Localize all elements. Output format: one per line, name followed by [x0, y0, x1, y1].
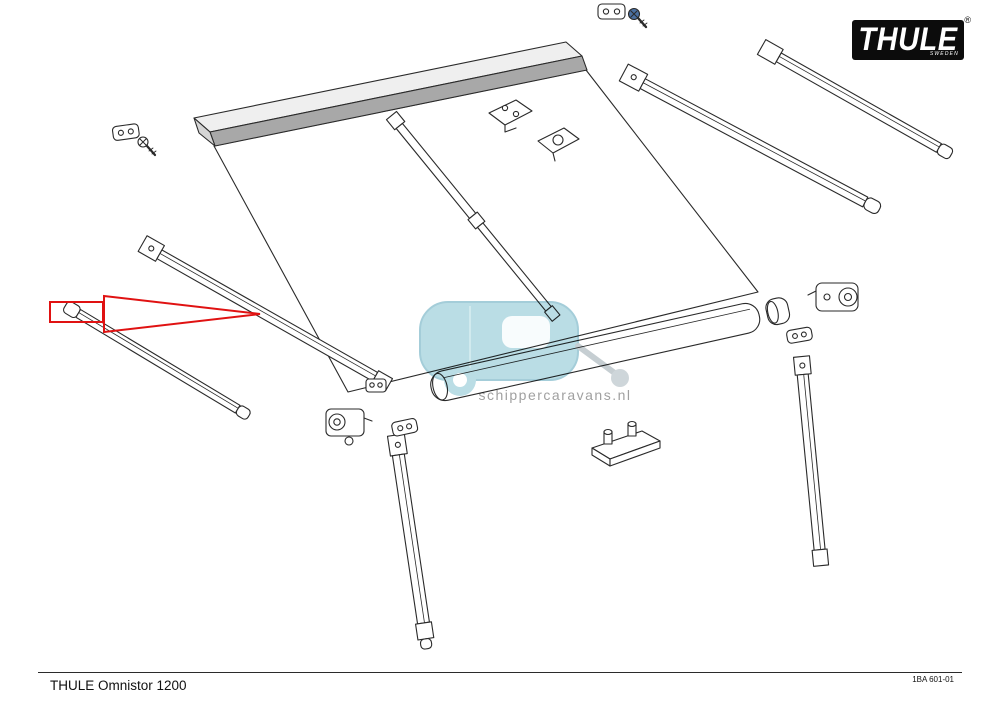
thule-logo-subtext: SWEDEN	[929, 51, 959, 57]
gearbox-right	[807, 282, 859, 312]
left-rafter-arm	[137, 235, 394, 392]
screw-top	[627, 7, 648, 29]
footer-divider	[38, 672, 962, 673]
exploded-diagram	[49, 3, 954, 650]
product-title: THULE Omnistor 1200	[50, 678, 187, 693]
wall-bracket	[591, 420, 661, 467]
mounting-clip-left	[111, 123, 140, 141]
mounting-clip-top	[597, 3, 626, 20]
left-lead-rail	[62, 301, 251, 420]
highlight-callout	[49, 294, 261, 334]
thule-logo: THULE SWEDEN ®	[852, 15, 971, 64]
gearbox-left	[325, 408, 373, 446]
roof-bracket-1	[488, 99, 533, 133]
support-arm-right-long	[618, 63, 882, 215]
footer: THULE Omnistor 1200 1BA 601-01	[38, 672, 962, 693]
tension-leg-center	[386, 433, 435, 650]
screw-left	[137, 136, 157, 157]
tension-leg-right	[792, 355, 830, 567]
clip-right	[786, 326, 813, 344]
thule-logo-box: THULE SWEDEN	[852, 20, 964, 60]
support-arm-right-short	[756, 39, 954, 160]
bracket-tube-left	[365, 378, 387, 393]
document-number: 1BA 601-01	[912, 675, 954, 684]
center-rafter-arm	[385, 110, 561, 322]
cassette-bar	[193, 41, 588, 147]
thule-logo-text: THULE	[858, 21, 958, 58]
highlight-arrow	[103, 294, 261, 334]
clip-below-tube	[391, 417, 419, 437]
roof-bracket-2	[537, 127, 580, 162]
registered-trademark-icon: ®	[964, 15, 971, 25]
